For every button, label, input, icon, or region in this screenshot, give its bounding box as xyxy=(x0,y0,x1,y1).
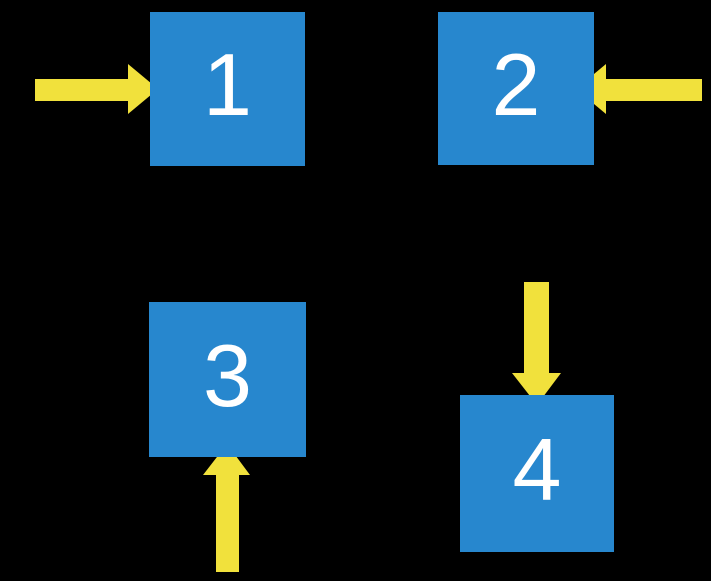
box-3-label: 3 xyxy=(203,325,252,425)
arrow-into-box-1-pointing-right xyxy=(35,64,158,114)
numbered-box-2: 2 xyxy=(438,12,594,165)
numbered-box-3: 3 xyxy=(149,302,306,457)
arrow-into-box-2-pointing-left xyxy=(576,64,702,114)
numbered-box-4: 4 xyxy=(460,395,614,552)
arrow-into-box-4-pointing-down xyxy=(512,282,561,405)
box-4-label: 4 xyxy=(512,419,562,519)
arrow-into-box-3-pointing-up xyxy=(203,444,250,572)
box-1-label: 1 xyxy=(203,35,252,134)
numbered-box-1: 1 xyxy=(150,12,305,166)
box-2-label: 2 xyxy=(491,34,541,134)
